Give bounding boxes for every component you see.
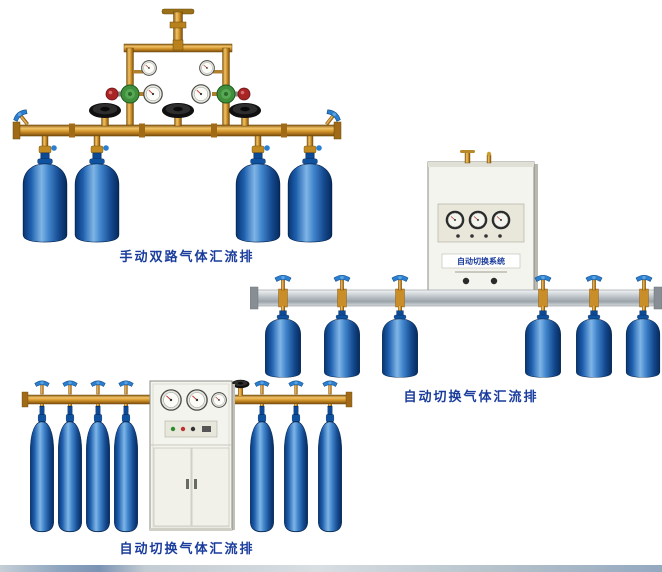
- pressure-gauge: [191, 84, 211, 104]
- gas-cylinder: [324, 310, 360, 378]
- auto-switch-wall-manifold-illustration: 自动切换系统: [250, 150, 662, 378]
- pressure-regulator-left: [105, 60, 163, 104]
- gas-cylinder: [22, 152, 68, 243]
- indicator-red: [180, 426, 186, 432]
- door-handle: [194, 479, 197, 489]
- gas-cylinder: [113, 405, 139, 533]
- caption-auto-switch-floor: 自动切换气体汇流排: [119, 542, 255, 557]
- gas-cylinder: [382, 310, 418, 378]
- caption-auto-switch-wall: 自动切换气体汇流排: [403, 390, 539, 405]
- control-knob: [490, 277, 498, 285]
- blue-valve-handle: [34, 380, 50, 395]
- pressure-gauge: [160, 389, 182, 411]
- regulator-knob-red: [237, 87, 251, 101]
- blue-valve-handle: [322, 380, 338, 395]
- cylinder-connections: [38, 135, 322, 154]
- blue-valve-handle: [585, 274, 603, 291]
- cabinet-nameplate: [441, 253, 521, 269]
- manifold-valves: [274, 274, 653, 308]
- control-knob: [190, 426, 196, 432]
- control-knob: [462, 277, 470, 285]
- blue-valve-handle: [90, 380, 106, 395]
- gas-cylinder: [29, 405, 55, 533]
- cabinet-door-right: [191, 447, 230, 527]
- manifold-valves: [34, 379, 338, 396]
- pressure-regulator-right: [191, 60, 251, 104]
- pressure-gauge: [143, 84, 163, 104]
- manifold-bar: [250, 286, 662, 310]
- blue-valve-handle: [62, 380, 78, 395]
- blue-valve-handle: [254, 380, 270, 395]
- gas-cylinder: [525, 310, 561, 378]
- gas-cylinder: [249, 405, 275, 533]
- control-cabinet: 自动切换系统: [427, 150, 538, 299]
- pressure-gauge: [468, 210, 488, 230]
- handwheel-valve: [88, 102, 122, 127]
- handwheel-valve: [161, 102, 195, 127]
- gas-cylinder: [625, 310, 661, 378]
- pressure-gauge: [445, 210, 465, 230]
- gas-cylinder: [85, 405, 111, 533]
- cylinder-connections: [281, 306, 646, 314]
- gas-cylinder: [576, 310, 612, 378]
- control-cabinet: [149, 380, 235, 531]
- cabinet-door-left: [153, 447, 192, 527]
- handwheel-valve: [228, 102, 262, 127]
- regulator-knob-red: [105, 87, 119, 101]
- blue-valve-handle: [333, 274, 351, 291]
- gas-cylinder: [74, 152, 120, 243]
- pressure-gauge: [186, 389, 208, 411]
- door-handle: [186, 479, 189, 489]
- gas-cylinder: [265, 310, 301, 378]
- pressure-gauge: [491, 210, 511, 230]
- auto-switch-floor-manifold-illustration: [21, 379, 353, 533]
- gas-cylinder: [57, 405, 83, 533]
- gas-cylinder: [283, 405, 309, 533]
- blue-valve-handle: [391, 274, 409, 291]
- blue-valve-handle: [288, 380, 304, 395]
- pressure-gauge: [199, 60, 215, 76]
- indicator-green: [170, 426, 176, 432]
- gas-cylinder: [317, 405, 343, 533]
- cabinet-nameplate-text: 自动切换系统: [457, 256, 505, 266]
- switch: [202, 426, 211, 432]
- blue-valve-handle: [635, 274, 653, 291]
- blue-valve-handle: [274, 274, 292, 291]
- pressure-gauge: [211, 392, 227, 408]
- pressure-gauge: [141, 60, 157, 76]
- manual-dual-manifold-illustration: [12, 8, 342, 243]
- next-row-crop: [0, 565, 662, 572]
- blue-valve-handle: [118, 380, 134, 395]
- caption-manual-dual-manifold: 手动双路气体汇流排: [119, 250, 255, 265]
